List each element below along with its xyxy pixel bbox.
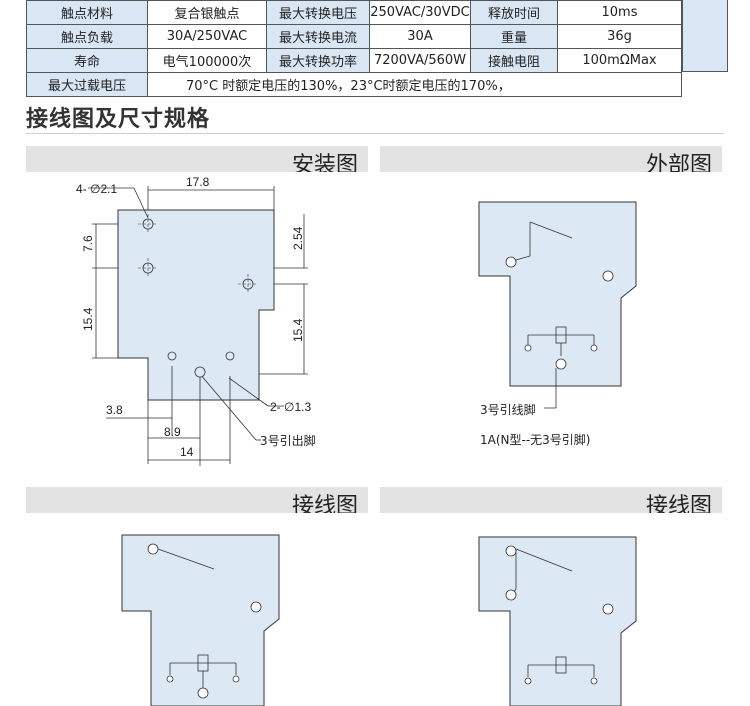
spec-key: 寿命 xyxy=(26,48,148,73)
dim-width-top: 17.8 xyxy=(186,175,210,189)
model-note: 1A(N型--无3号引脚) xyxy=(480,432,590,447)
spec-value: 30A/250VAC xyxy=(147,24,267,49)
dim-8-9: 8.9 xyxy=(164,425,181,439)
pin3-lead-label: 3号引线脚 xyxy=(480,402,536,417)
spec-key: 接触电阻 xyxy=(470,48,558,73)
spec-value: 10ms xyxy=(557,0,682,25)
external-panel: 外部图 3号引线脚 1A(N型--无3号引脚) xyxy=(380,146,722,469)
spec-value: 复合银触点 xyxy=(147,0,267,25)
external-drawing: 3号引线脚 1A(N型--无3号引脚) xyxy=(380,172,722,469)
section-divider xyxy=(26,133,724,134)
wiring-panel-2: 接线图 xyxy=(380,487,722,706)
spec-row-overload: 最大过载电压 70°C 时额定电压的130%，23°C时额定电压的170%， xyxy=(26,72,682,97)
spec-key: 最大过载电压 xyxy=(26,72,148,97)
install-panel: 安装图 4- xyxy=(26,146,368,469)
dim-2-54: 2.54 xyxy=(291,226,305,250)
spec-value: 70°C 时额定电压的130%，23°C时额定电压的170%， xyxy=(147,72,682,97)
dim-hole-small: 4- ∅2.1 xyxy=(76,182,117,196)
spec-side-block xyxy=(682,0,728,72)
spec-key: 最大转换电流 xyxy=(266,24,370,49)
spec-row: 触点材料 复合银触点 最大转换电压 250VAC/30VDC 释放时间 10ms xyxy=(26,0,682,25)
spec-value: 36g xyxy=(557,24,682,49)
dim-7-6: 7.6 xyxy=(81,235,95,252)
spec-key: 最大转换功率 xyxy=(266,48,370,73)
spec-value: 100mΩMax xyxy=(557,48,682,73)
spec-key: 触点负载 xyxy=(26,24,148,49)
spec-value: 7200VA/560W xyxy=(369,48,471,73)
pin3-label: 3号引出脚 xyxy=(260,433,316,448)
spec-row: 寿命 电气100000次 最大转换功率 7200VA/560W 接触电阻 100… xyxy=(26,48,682,73)
dim-3-8: 3.8 xyxy=(106,403,123,417)
dim-15-4-left: 15.4 xyxy=(81,307,95,331)
install-drawing: 4- ∅2.1 17.8 7.6 2.54 15.4 15.4 3.8 2- ∅… xyxy=(26,172,368,469)
spec-row: 触点负载 30A/250VAC 最大转换电流 30A 重量 36g xyxy=(26,24,682,49)
spec-value: 电气100000次 xyxy=(147,48,267,73)
wiring-panel-1: 接线图 xyxy=(26,487,368,706)
wiring-drawing-1 xyxy=(26,513,368,706)
spec-key: 最大转换电压 xyxy=(266,0,370,25)
dim-15-4-right: 15.4 xyxy=(291,318,305,342)
dim-hole-large: 2- ∅1.3 xyxy=(270,400,311,414)
section-title: 接线图及尺寸规格 xyxy=(26,107,211,132)
dim-14: 14 xyxy=(180,445,194,459)
wiring-drawing-2 xyxy=(380,513,722,706)
spec-table: 触点材料 复合银触点 最大转换电压 250VAC/30VDC 释放时间 10ms… xyxy=(26,0,682,97)
spec-value: 250VAC/30VDC xyxy=(369,0,471,25)
spec-key: 重量 xyxy=(470,24,558,49)
spec-key: 触点材料 xyxy=(26,0,148,25)
spec-key: 释放时间 xyxy=(470,0,558,25)
spec-value: 30A xyxy=(369,24,471,49)
